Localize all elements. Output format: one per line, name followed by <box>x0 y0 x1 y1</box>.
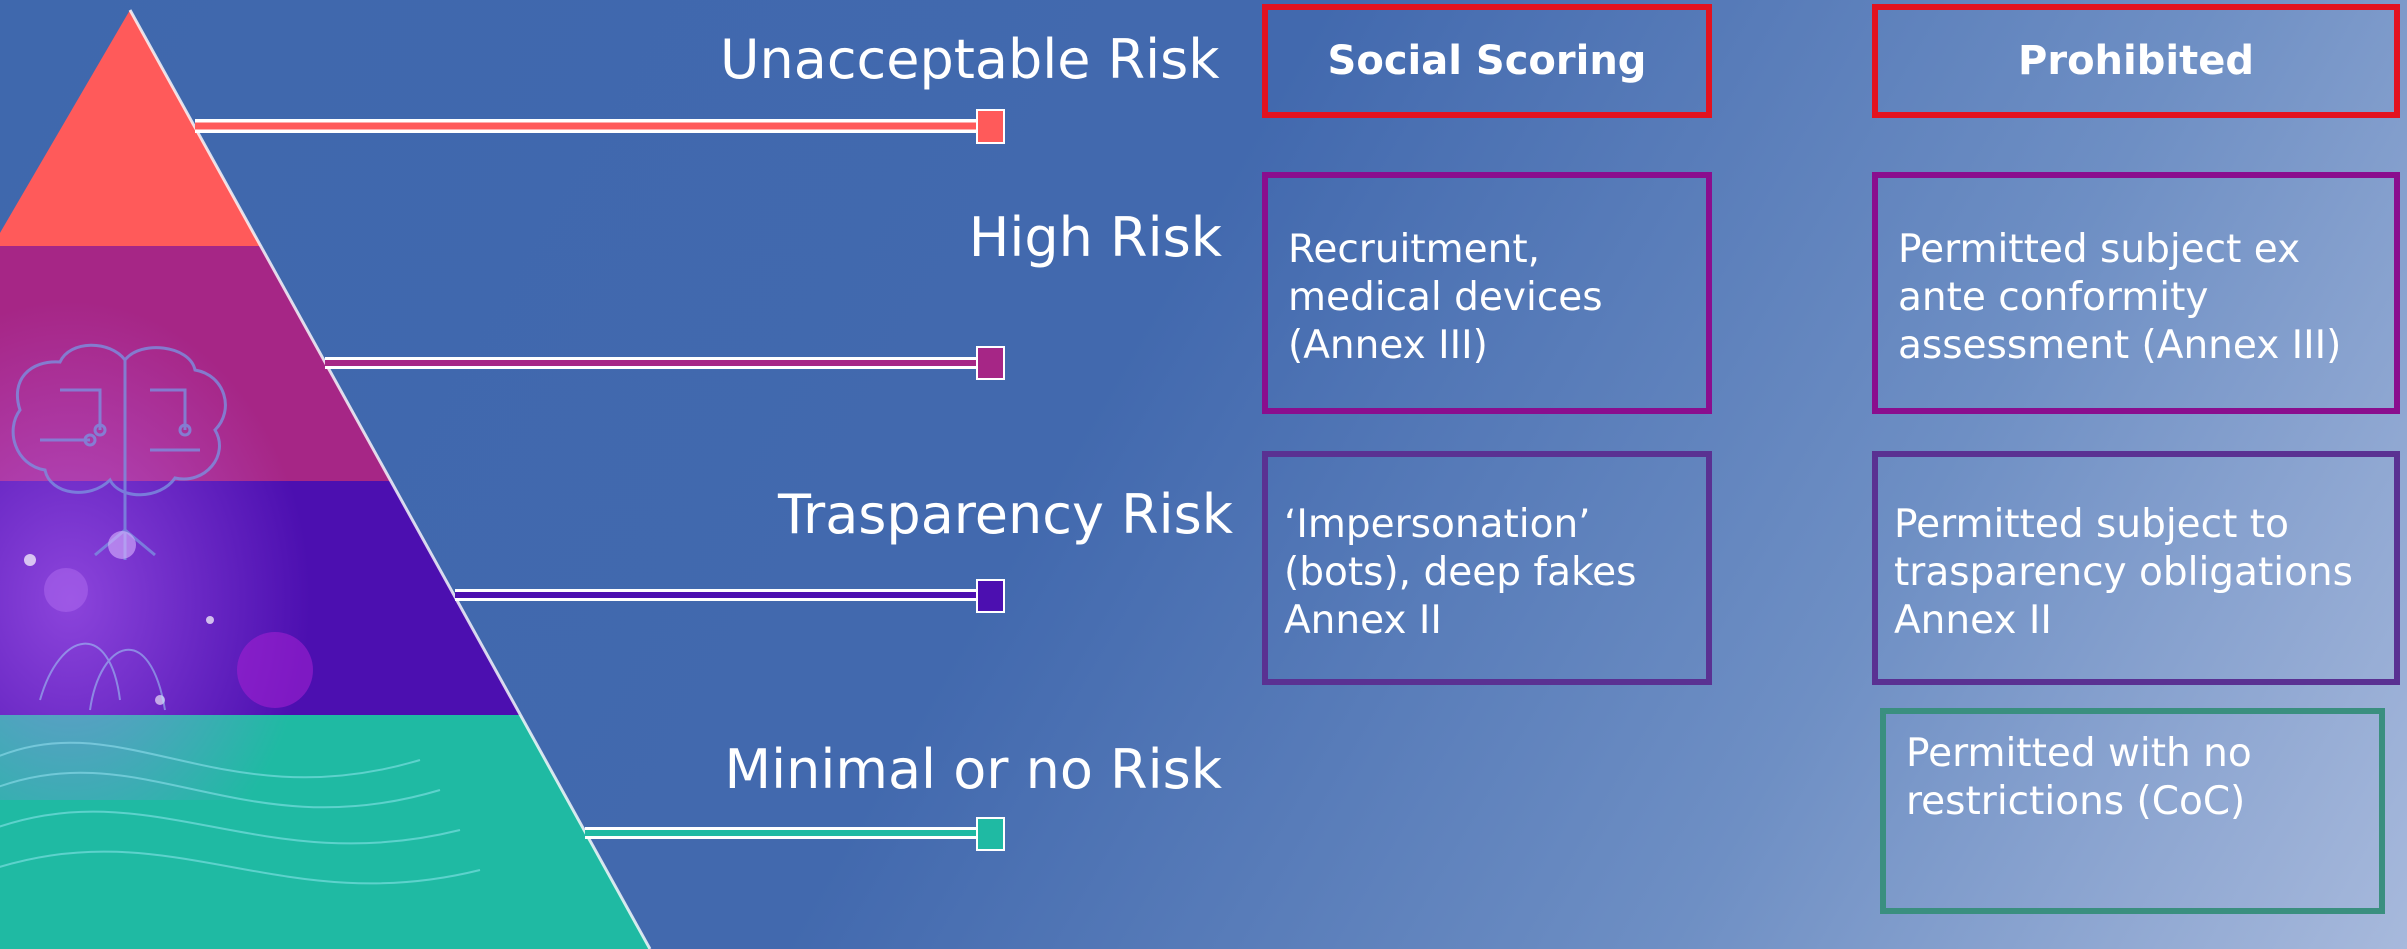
example-text-unacceptable: Social Scoring <box>1327 38 1647 84</box>
level-label-high: High Risk <box>968 206 1222 269</box>
connector-high-line <box>325 346 1005 380</box>
example-text-high: Recruitment, medical devices (Annex III) <box>1288 227 1603 368</box>
example-box-high: Recruitment, medical devices (Annex III) <box>1262 172 1712 414</box>
connector-minimal-line <box>585 817 1005 851</box>
example-box-transparency: ‘Impersonation’ (bots), deep fakes Annex… <box>1262 451 1712 685</box>
status-box-minimal: Permitted with no restrictions (CoC) <box>1880 708 2385 914</box>
status-text-minimal: Permitted with no restrictions (CoC) <box>1906 731 2252 824</box>
status-box-transparency: Permitted subject to trasparency obligat… <box>1872 451 2400 685</box>
brain-circuit-icon <box>11 343 227 560</box>
level-label-unacceptable: Unacceptable Risk <box>720 28 1220 91</box>
status-box-high: Permitted subject ex ante conformity ass… <box>1872 172 2400 414</box>
level-label-minimal: Minimal or no Risk <box>724 738 1222 801</box>
status-text-transparency: Permitted subject to trasparency obligat… <box>1894 502 2353 643</box>
status-box-unacceptable: Prohibited <box>1872 4 2400 118</box>
connectors <box>195 109 1005 851</box>
level-label-transparency: Trasparency Risk <box>777 483 1233 546</box>
status-text-unacceptable: Prohibited <box>2018 38 2254 84</box>
connector-transparency-line <box>455 579 1005 613</box>
example-text-transparency: ‘Impersonation’ (bots), deep fakes Annex… <box>1284 502 1637 643</box>
status-text-high: Permitted subject ex ante conformity ass… <box>1898 227 2342 368</box>
example-box-unacceptable: Social Scoring <box>1262 4 1712 118</box>
connector-unacceptable-line <box>195 109 1005 144</box>
